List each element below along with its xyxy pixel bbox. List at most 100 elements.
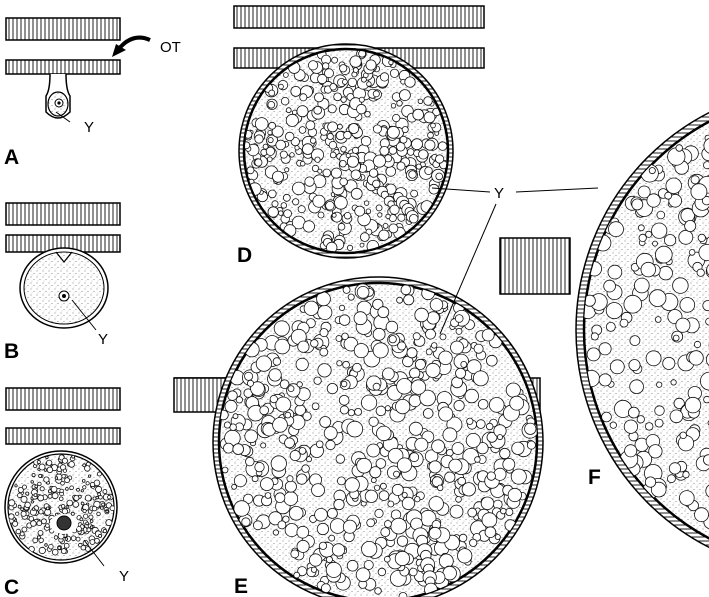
yolk-granule bbox=[8, 499, 16, 507]
yolk-granule bbox=[322, 168, 332, 178]
yolk-granule bbox=[658, 265, 673, 281]
yolk-granule bbox=[378, 229, 390, 241]
yolk-granule bbox=[8, 513, 15, 520]
yolk-granule bbox=[46, 459, 53, 466]
yolk-granule bbox=[275, 139, 287, 151]
yolk-granule bbox=[60, 548, 67, 554]
yolk-granule bbox=[693, 340, 702, 349]
yolk-granule bbox=[598, 342, 612, 356]
yolk-granule bbox=[280, 202, 287, 209]
y-leader-e bbox=[439, 203, 497, 335]
yolk-granule bbox=[376, 425, 392, 442]
yolk-granule bbox=[283, 209, 292, 218]
yolk-granule bbox=[347, 77, 358, 88]
yolk-granule bbox=[91, 505, 98, 512]
yolk-granule bbox=[605, 321, 616, 332]
upper-epithelium-a bbox=[5, 17, 121, 41]
yolk-granule bbox=[298, 447, 307, 455]
yolk-granule bbox=[366, 81, 372, 87]
yolk-granule bbox=[431, 439, 446, 454]
yolk-granule bbox=[54, 476, 59, 480]
yolk-granule bbox=[619, 318, 629, 328]
yolk-granule bbox=[366, 518, 376, 528]
yolk-granule bbox=[645, 422, 654, 431]
yolk-granule bbox=[390, 517, 408, 535]
yolk-granule bbox=[105, 509, 109, 513]
yolk-granule bbox=[484, 526, 497, 538]
yolk-granule bbox=[347, 293, 355, 301]
yolk-granule bbox=[300, 160, 306, 167]
yolk-granule bbox=[336, 123, 343, 130]
yolk-granule bbox=[292, 181, 306, 196]
yolk-granule bbox=[694, 507, 709, 523]
yolk-granule bbox=[286, 475, 294, 483]
yolk-granule bbox=[227, 390, 238, 401]
yolk-granule bbox=[343, 130, 352, 140]
stalk-b bbox=[55, 251, 73, 263]
yolk-granule bbox=[284, 480, 297, 493]
yolk-granule bbox=[377, 567, 387, 577]
yolk-granule bbox=[438, 406, 454, 422]
yolk-granule bbox=[363, 200, 370, 206]
yolk-granule bbox=[38, 546, 46, 555]
yolk-granule bbox=[296, 473, 308, 485]
yolk-granule bbox=[682, 470, 690, 479]
yolk-granule bbox=[637, 224, 645, 232]
yolk-granule bbox=[474, 456, 481, 463]
yolk-granule bbox=[396, 100, 403, 107]
yolk-granule bbox=[393, 470, 400, 478]
panel-letter-f: F bbox=[588, 466, 601, 489]
yolk-granule bbox=[301, 143, 314, 155]
upper-epithelium-d bbox=[233, 5, 485, 29]
yolk-granule bbox=[297, 205, 306, 214]
yolk-granule bbox=[406, 347, 418, 359]
yolk-granule bbox=[317, 168, 323, 174]
yolk-granule bbox=[45, 523, 50, 528]
yolk-granule bbox=[267, 101, 276, 109]
yolk-granule bbox=[37, 530, 44, 536]
yolk-granule bbox=[390, 103, 397, 109]
yolk-granule bbox=[368, 168, 379, 178]
yolk-granule bbox=[307, 60, 319, 71]
yolk-granule bbox=[284, 523, 299, 538]
yolk-granule bbox=[697, 233, 706, 242]
yolk-granule bbox=[346, 244, 354, 251]
yolk-granule bbox=[37, 481, 42, 487]
yolk-granule bbox=[64, 537, 69, 541]
yolk-granule bbox=[264, 492, 272, 499]
yolk-granule bbox=[358, 96, 365, 103]
panel-a: OT Y A bbox=[4, 17, 181, 169]
yolk-granule bbox=[644, 476, 657, 488]
yolk-granule bbox=[396, 142, 406, 152]
yolk-granule bbox=[339, 405, 349, 415]
yolk-granule bbox=[603, 279, 616, 293]
yolk-granule bbox=[485, 354, 498, 367]
yolk-granule bbox=[97, 492, 101, 497]
yolk-granule bbox=[331, 212, 337, 218]
yolk-granule bbox=[20, 507, 24, 512]
yolk-granule bbox=[342, 519, 357, 534]
yolk-granule bbox=[284, 411, 292, 419]
yolk-granule bbox=[317, 211, 325, 219]
yolk-granule bbox=[385, 320, 399, 334]
yolk-granule bbox=[414, 307, 429, 323]
yolk-granule bbox=[636, 415, 645, 424]
yolk-granule bbox=[76, 487, 80, 492]
yolk-granule bbox=[15, 528, 21, 535]
yolk-granule bbox=[481, 512, 498, 528]
yolk-granule bbox=[672, 334, 680, 342]
yolk-granule bbox=[356, 457, 372, 474]
yolk-granule bbox=[385, 213, 391, 219]
yolk-granule bbox=[252, 520, 263, 531]
yolk-granule bbox=[335, 335, 343, 342]
yolk-granule bbox=[274, 338, 291, 355]
yolk-granule bbox=[705, 264, 709, 279]
yolk-granule bbox=[387, 500, 395, 508]
yolk-granule bbox=[609, 359, 625, 375]
yolk-granule bbox=[409, 367, 421, 379]
yolk-granule bbox=[224, 399, 238, 413]
yolk-granule bbox=[353, 311, 368, 326]
yolk-granule bbox=[317, 363, 332, 378]
yolk-granule bbox=[629, 335, 641, 347]
y-leader-c bbox=[83, 539, 105, 567]
